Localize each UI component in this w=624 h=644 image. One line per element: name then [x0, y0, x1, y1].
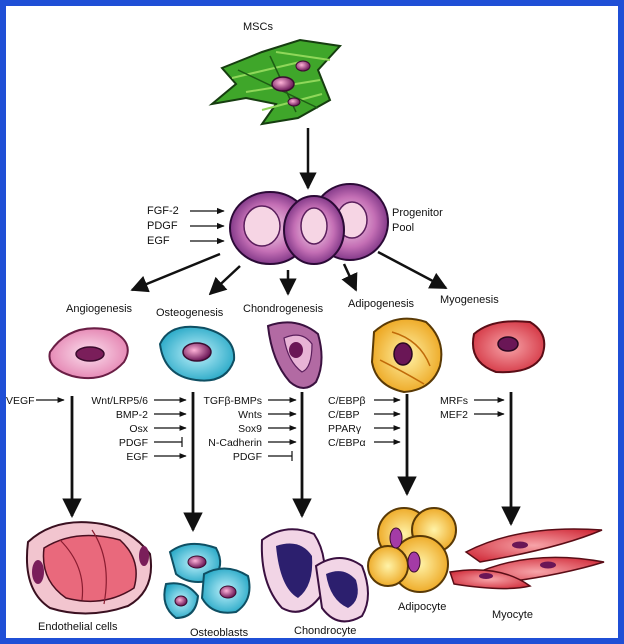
label-adipogenesis: Adipogenesis	[348, 298, 415, 310]
myogenesis-cell-illustration	[472, 320, 546, 374]
chondrocyte-illustration	[260, 528, 369, 623]
factor-osx: Osx	[129, 423, 148, 435]
arrow-to-angiogenesis	[130, 252, 221, 293]
factor-bmp2: BMP-2	[116, 409, 148, 421]
endothelial-cells-illustration	[26, 521, 152, 615]
factor-vegf: VEGF	[6, 395, 35, 407]
label-angiogenesis: Angiogenesis	[66, 303, 133, 315]
myogenesis-factor-list: MRFs MEF2	[440, 395, 505, 421]
factor-cebp-alpha: C/EBPα	[328, 437, 366, 449]
label-endothelial-cells: Endothelial cells	[38, 621, 118, 633]
label-chondrogenesis: Chondrogenesis	[243, 303, 324, 315]
label-myogenesis: Myogenesis	[440, 294, 499, 306]
growth-factor-egf: EGF	[147, 235, 170, 247]
growth-factor-fgf2: FGF-2	[147, 205, 179, 217]
chondrogenesis-factor-list: TGFβ-BMPs Wnts Sox9 N-Cadherin PDGF	[203, 395, 297, 463]
factor-ppar-gamma: PPARγ	[328, 423, 362, 435]
factor-n-cadherin: N-Cadherin	[208, 437, 262, 449]
factor-wnts: Wnts	[238, 409, 262, 421]
label-chondrocyte: Chondrocyte	[294, 625, 356, 637]
factor-sox9: Sox9	[238, 423, 262, 435]
adipocyte-illustration	[367, 507, 457, 593]
chondrogenesis-cell-illustration	[266, 321, 323, 389]
factor-mef2: MEF2	[440, 409, 468, 421]
osteoblasts-illustration	[163, 542, 251, 620]
factor-wnt-lrp: Wnt/LRP5/6	[91, 395, 148, 407]
progenitor-pool-illustration	[229, 183, 389, 265]
angiogenesis-cell-illustration	[48, 327, 129, 380]
msc-cell-illustration	[208, 38, 343, 126]
factor-pdgf-chondro: PDGF	[233, 451, 262, 463]
growth-factor-pdgf: PDGF	[147, 220, 178, 232]
msc-label: MSCs	[243, 21, 273, 33]
label-osteogenesis: Osteogenesis	[156, 307, 224, 319]
factor-tgfb-bmps: TGFβ-BMPs	[203, 395, 262, 407]
label-myocyte: Myocyte	[492, 609, 533, 621]
label-osteoblasts: Osteoblasts	[190, 627, 249, 639]
adipogenesis-cell-illustration	[370, 317, 443, 394]
arrow-to-osteogenesis	[208, 265, 241, 296]
factor-cebp-beta: C/EBPβ	[328, 395, 366, 407]
adipogenesis-factor-list: C/EBPβ C/EBP PPARγ C/EBPα	[328, 395, 401, 449]
factor-egf-osteo: EGF	[126, 451, 148, 463]
myocyte-illustration	[449, 528, 605, 590]
progenitor-label-line1: Progenitor	[392, 207, 443, 219]
progenitor-label-line2: Pool	[392, 222, 414, 234]
label-adipocyte: Adipocyte	[398, 601, 446, 613]
factor-mrfs: MRFs	[440, 395, 468, 407]
arrow-to-adipogenesis	[341, 263, 358, 292]
factor-pdgf-osteo: PDGF	[119, 437, 148, 449]
osteogenesis-factor-list: Wnt/LRP5/6 BMP-2 Osx PDGF EGF	[91, 395, 187, 463]
osteogenesis-cell-illustration	[158, 325, 236, 382]
factor-cebp: C/EBP	[328, 409, 360, 421]
arrow-to-myogenesis	[377, 250, 448, 290]
